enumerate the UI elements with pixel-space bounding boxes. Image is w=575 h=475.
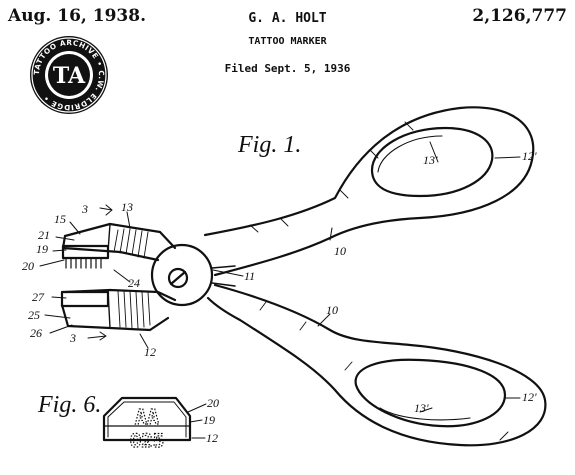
- label-12: 12: [144, 345, 156, 359]
- patent-number: 2,126,777: [472, 6, 567, 26]
- label-11: 11: [244, 269, 255, 283]
- label-20-fig6: 20: [207, 396, 219, 410]
- label-10-upper: 10: [334, 244, 346, 258]
- inventor-name: G. A. HOLT: [248, 11, 327, 26]
- label-19-fig6: 19: [203, 413, 215, 427]
- figure-1-title: Fig. 1.: [237, 132, 301, 158]
- filed-date: Filed Sept. 5, 1936: [224, 62, 351, 75]
- tattoo-archive-stamp-logo: TATTOO ARCHIVE • C.W. ELDRIDGE • TA: [30, 36, 108, 114]
- patent-title: TATTOO MARKER: [248, 36, 327, 47]
- label-12-prime-upper: 12': [522, 149, 537, 163]
- label-25: 25: [28, 308, 40, 322]
- fig6-bottom-letters: O25: [130, 430, 164, 452]
- label-13: 13: [121, 200, 133, 214]
- label-21: 21: [38, 228, 50, 242]
- label-12-fig6: 12: [206, 431, 218, 445]
- label-13-prime-upper: 13': [423, 153, 438, 167]
- label-15: 15: [54, 212, 66, 226]
- label-24: 24: [128, 276, 140, 290]
- label-19: 19: [36, 242, 48, 256]
- label-3-upper: 3: [81, 202, 88, 216]
- label-27: 27: [32, 290, 45, 304]
- label-10-lower: 10: [326, 303, 338, 317]
- figure-6-title: Fig. 6.: [37, 392, 101, 418]
- label-20: 20: [22, 259, 34, 273]
- label-13-prime-lower: 13': [414, 401, 429, 415]
- label-3-lower: 3: [69, 331, 76, 345]
- label-26: 26: [30, 326, 42, 340]
- label-12-prime-lower: 12': [522, 390, 537, 404]
- fig6-top-letters: AA: [135, 405, 159, 429]
- patent-date: Aug. 16, 1938.: [8, 6, 147, 26]
- stamp-initials: TA: [53, 63, 86, 89]
